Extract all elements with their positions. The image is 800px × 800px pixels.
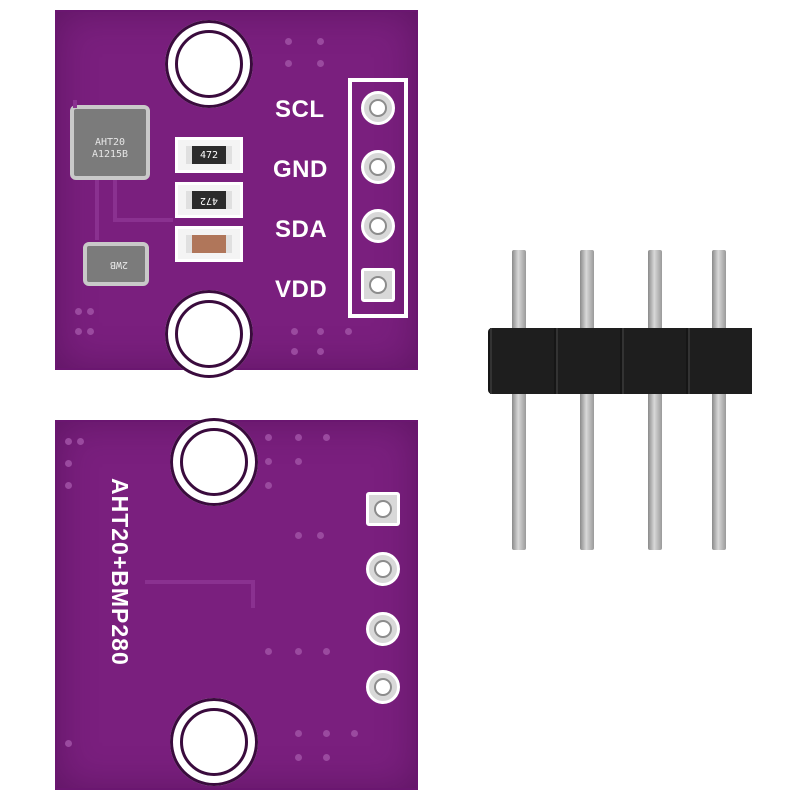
solder-pad-vdd bbox=[361, 268, 395, 302]
pin-header-outline bbox=[348, 78, 408, 318]
small-chip-marking: 2WB bbox=[109, 259, 129, 270]
aht20-sensor-chip: AHT20 A1215B bbox=[70, 105, 150, 180]
header-pin bbox=[580, 250, 594, 550]
header-pin bbox=[648, 250, 662, 550]
resistor: 472 bbox=[175, 182, 243, 218]
solder-pad-scl bbox=[361, 91, 395, 125]
solder-pad-gnd bbox=[361, 150, 395, 184]
mounting-hole bbox=[170, 418, 258, 506]
header-pin bbox=[512, 250, 526, 550]
mounting-hole bbox=[165, 20, 253, 108]
pin-label-vdd: VDD bbox=[275, 276, 328, 303]
pin-label-sda: SDA bbox=[275, 216, 328, 243]
sensor-board-back bbox=[55, 418, 418, 790]
mounting-hole bbox=[165, 290, 253, 378]
resistor-marking: 472 bbox=[199, 195, 219, 206]
resistor: 472 bbox=[175, 137, 243, 173]
resistor-marking: 472 bbox=[199, 150, 219, 161]
pin-label-gnd: GND bbox=[273, 156, 328, 183]
board-title: AHT20+BMP280 bbox=[107, 478, 133, 666]
solder-pad-sda bbox=[361, 209, 395, 243]
solder-pad bbox=[366, 552, 400, 586]
sensor-board-front: AHT20 A1215B 2WB 472 472 SCL GND SDA VDD bbox=[55, 10, 418, 378]
capacitor bbox=[175, 226, 243, 262]
sensor-marking: AHT20 bbox=[94, 137, 126, 148]
pin-label-scl: SCL bbox=[275, 96, 325, 123]
header-pin bbox=[712, 250, 726, 550]
bmp280-sensor-chip: 2WB bbox=[83, 242, 149, 286]
solder-pad bbox=[366, 670, 400, 704]
solder-pad bbox=[366, 612, 400, 646]
sensor-marking: A1215B bbox=[91, 149, 129, 160]
mounting-hole bbox=[170, 698, 258, 786]
solder-pad bbox=[366, 492, 400, 526]
